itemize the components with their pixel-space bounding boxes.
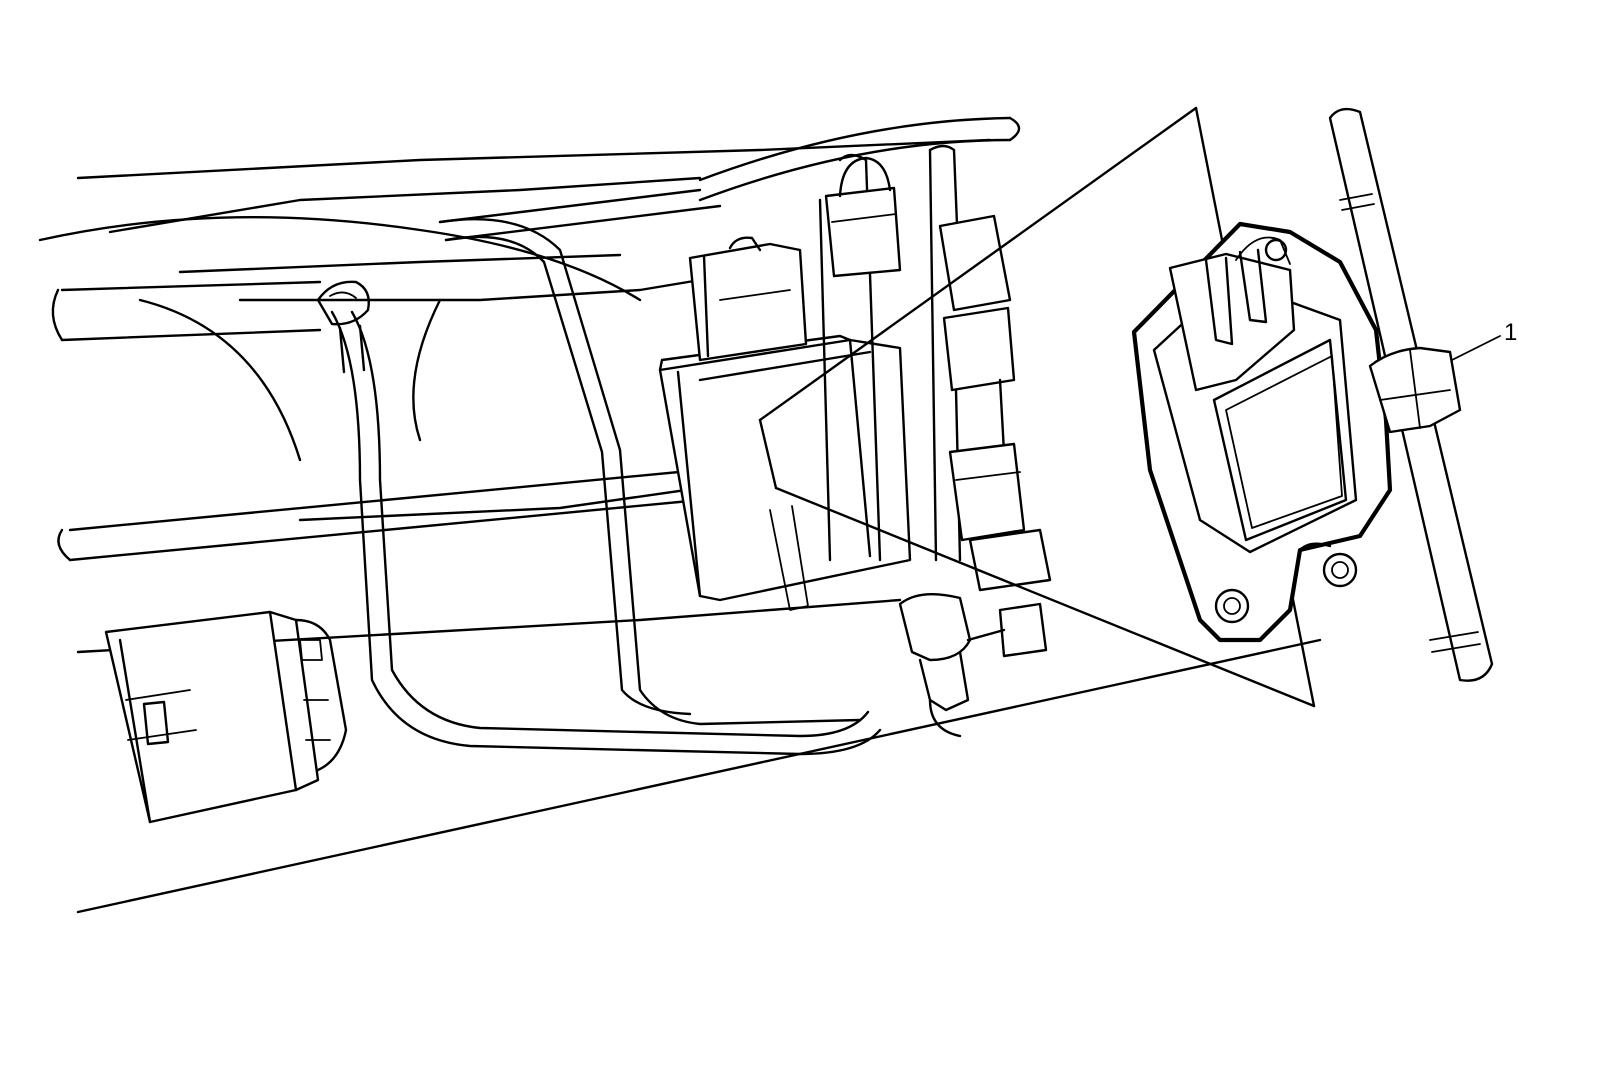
pipe-quick-connector	[824, 156, 902, 278]
callout-label-1: 1	[1504, 319, 1517, 346]
hose-clamp	[316, 280, 370, 374]
purge-solenoid-body	[658, 334, 912, 611]
pipe-fitting-stack	[938, 214, 1052, 592]
solenoid-connector	[688, 236, 808, 362]
magnification-lines	[758, 106, 1316, 708]
harness-tube	[51, 280, 702, 562]
vapor-line-loop	[330, 188, 882, 756]
hose-elbow-fitting	[898, 593, 1048, 738]
callout-1: 1	[1451, 319, 1517, 361]
electrical-connector	[104, 610, 348, 824]
detail-view-sensor	[1131, 107, 1494, 682]
